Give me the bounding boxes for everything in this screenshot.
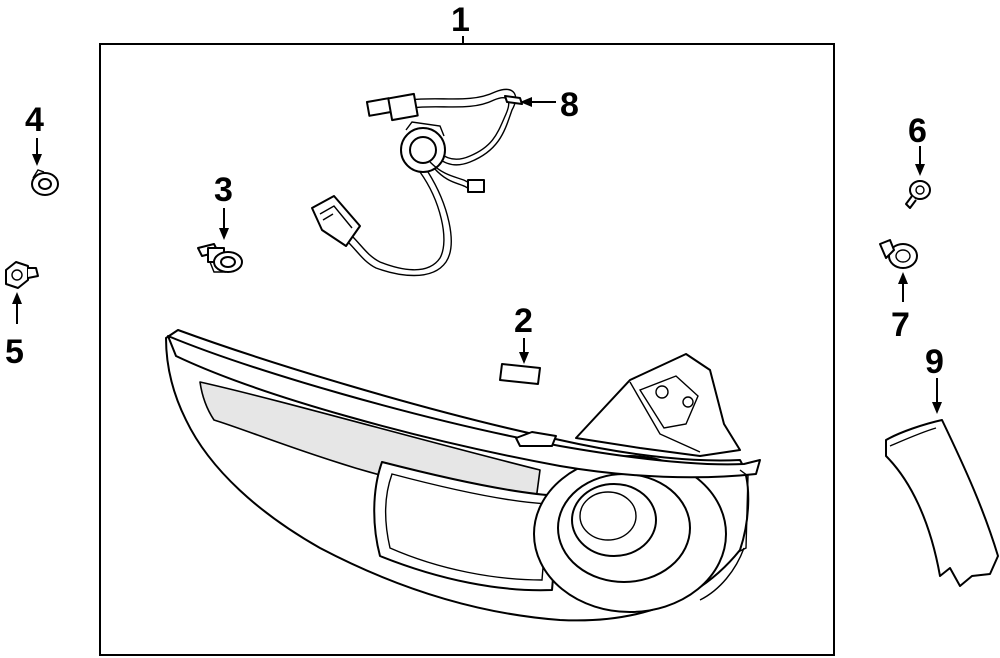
callout-7: 7 [891,306,910,344]
callout-2-arrow [519,352,529,364]
assembly-frame [99,43,835,656]
callout-9: 9 [925,343,944,381]
callout-7-arrow [898,272,908,284]
callout-9-arrow [932,402,942,414]
callout-1: 1 [451,1,470,39]
callout-5: 5 [5,333,24,371]
clip-part-3 [197,243,243,273]
callout-8: 8 [560,86,579,124]
callout-5-arrow [12,292,22,304]
callout-6-arrow [915,164,925,176]
screw-part-4 [31,169,59,196]
bolt-part-6 [905,180,931,209]
grommet-part-7 [879,239,918,269]
callout-3: 3 [214,171,233,209]
callout-8-arrow [520,97,532,107]
pad-part-2 [499,363,541,385]
callout-4-arrow [32,154,42,166]
callout-4: 4 [25,101,44,139]
callout-6: 6 [908,112,927,150]
retainer-part-5 [5,261,39,289]
wiring-harness [311,88,523,277]
callout-3-arrow [219,228,229,240]
callout-2: 2 [514,302,533,340]
garnish-part-9 [885,419,999,587]
tail-lamp-assembly [165,329,761,622]
